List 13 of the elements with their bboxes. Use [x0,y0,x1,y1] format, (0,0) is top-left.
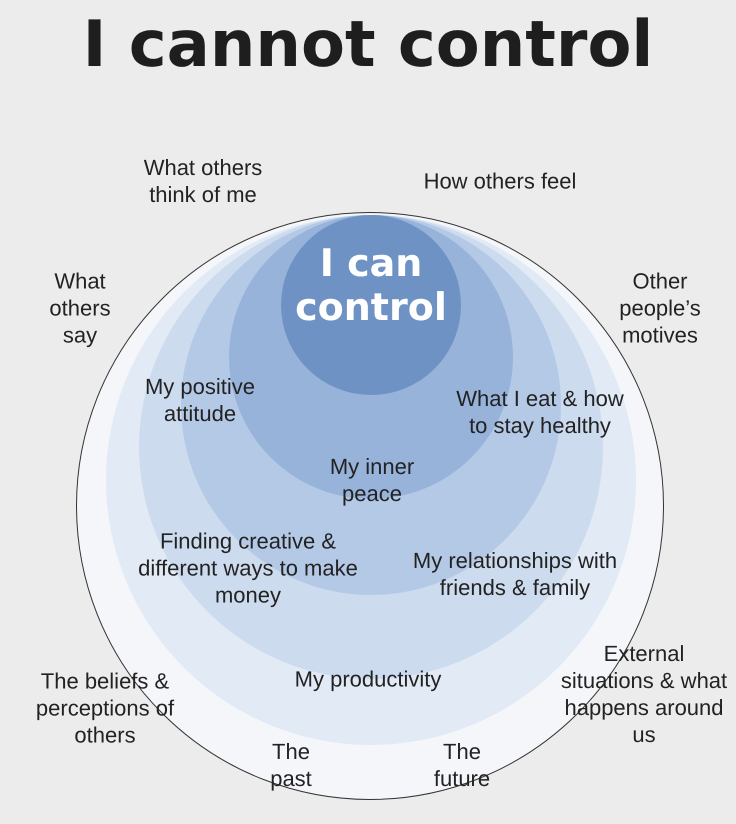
label: What others think of me [142,154,264,208]
label: How others feel [422,168,578,194]
label: The past [269,738,313,792]
label: What others say [48,268,112,348]
label: What I eat & how to stay healthy [455,385,625,439]
label: My relationships with friends & family [412,547,618,601]
label: Finding creative & different ways to make money [138,528,358,608]
circle-heading: I can control [294,241,448,329]
label: My productivity [294,666,442,692]
label: Other people’s motives [618,268,702,348]
title: I cannot control [82,8,654,82]
label: My positive attitude [144,373,256,427]
label: My inner peace [328,453,416,507]
